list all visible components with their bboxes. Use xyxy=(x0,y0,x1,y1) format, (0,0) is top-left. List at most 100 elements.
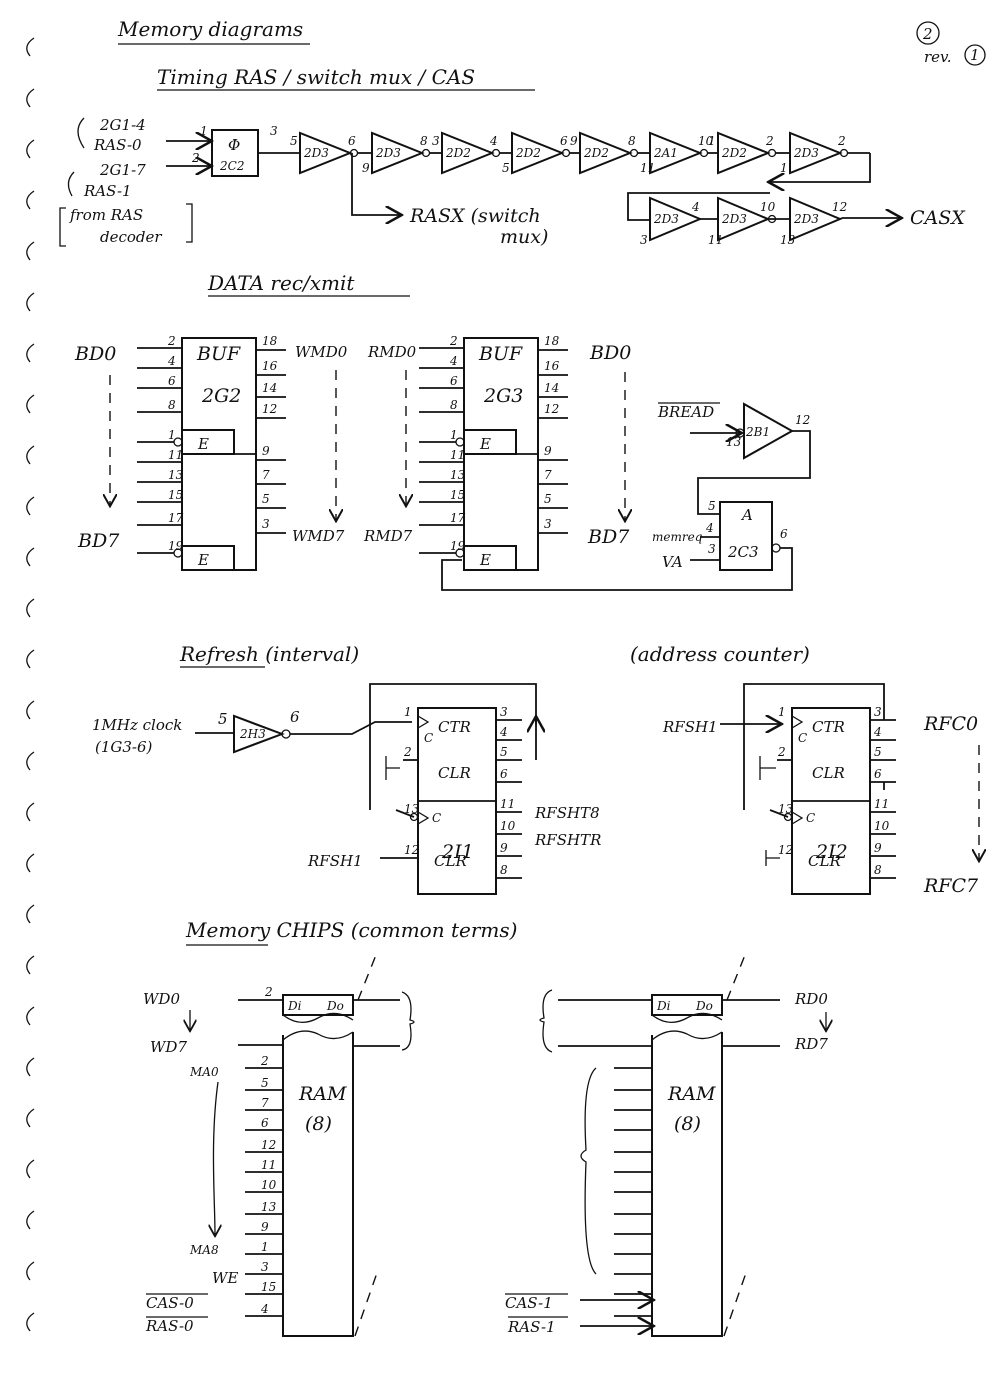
ram-pin: 2 xyxy=(260,1054,269,1068)
input-b-bottom: RAS-1 xyxy=(83,182,132,200)
invert-bubble xyxy=(173,437,183,447)
buffer-out-pin: 16 xyxy=(262,359,278,373)
ram-pin: 3 xyxy=(261,1260,269,1274)
ctr-label: CTR xyxy=(438,718,471,736)
gate-symbol: Φ xyxy=(228,136,240,154)
c-label: C xyxy=(432,811,441,825)
rd7-label: RD7 xyxy=(794,1035,828,1053)
clock-edge xyxy=(417,811,430,825)
bread-label: BREAD xyxy=(657,403,714,421)
do-label: Do xyxy=(695,999,713,1013)
and-pin-5: 5 xyxy=(708,499,716,513)
buffer-label: 2D2 xyxy=(721,146,747,160)
buffer-out-pin: 3 xyxy=(262,517,270,531)
counter-in-pin: 12 xyxy=(778,843,793,857)
counter-out-pin: 11 xyxy=(874,797,889,811)
buffer-out-pin: 7 xyxy=(544,468,552,482)
rmd7-in: RMD7 xyxy=(363,527,413,545)
counter-out-pin: 10 xyxy=(500,819,516,833)
invert-bubble xyxy=(491,148,501,158)
gate-id: 2C2 xyxy=(219,159,244,173)
rmd0-in: RMD0 xyxy=(367,343,417,361)
ma0-label: MA0 xyxy=(189,1065,219,1079)
revision-label: rev. xyxy=(924,48,952,66)
binding-mark xyxy=(26,190,35,210)
clr-label: CLR xyxy=(434,852,467,870)
buffer-2D3 xyxy=(371,131,425,175)
inv-out-pin: 6 xyxy=(290,708,300,726)
memory-section: Memory CHIPS (common terms) WD0 WD7 MA0 … xyxy=(143,918,828,1337)
counter-out-pin: 6 xyxy=(500,767,508,781)
ram-pin: 10 xyxy=(261,1178,277,1192)
counter-out-pin: 4 xyxy=(499,725,508,739)
counter-out-pin: 5 xyxy=(500,745,508,759)
ground-mark xyxy=(765,850,780,866)
bd7-out: BD7 xyxy=(587,526,630,548)
wmd7-out: WMD7 xyxy=(292,527,345,545)
enable-label: E xyxy=(197,551,209,569)
c-label: C xyxy=(806,811,815,825)
buffer-in-pin: 13 xyxy=(780,233,796,247)
clock-edge xyxy=(791,715,804,729)
buffer-2D3 xyxy=(299,131,353,175)
input-a-top: 2G1-4 xyxy=(99,116,146,134)
enable-label: E xyxy=(479,551,491,569)
rfsh1-label: RFSH1 xyxy=(307,852,363,870)
buffer-in-pin: 11 xyxy=(708,233,723,247)
buffer-in-pin: 4 xyxy=(449,354,458,368)
buffer-out-pin: 5 xyxy=(544,492,552,506)
buffer-in-pin: 17 xyxy=(168,511,184,525)
wire xyxy=(839,217,843,220)
and-pin-6: 6 xyxy=(780,527,788,541)
buffer-id: 2G3 xyxy=(483,385,523,407)
brace xyxy=(580,1067,597,1275)
refresh-section: Refresh (interval) (address counter) 1MH… xyxy=(92,642,979,897)
buffer-out-pin: 12 xyxy=(832,200,847,214)
buffer-in-pin: 15 xyxy=(450,488,465,502)
data-heading: DATA rec/xmit xyxy=(207,271,355,295)
invert-bubble xyxy=(839,148,849,158)
buffer-label: 2D3 xyxy=(721,212,747,226)
clr-label: CLR xyxy=(812,764,845,782)
buffer-out-pin: 8 xyxy=(420,134,428,148)
bread-in-pin: 13 xyxy=(726,435,742,449)
timing-section: Timing RAS / switch mux / CAS 2G1-4 RAS-… xyxy=(59,65,966,248)
enable-label: E xyxy=(479,435,491,453)
counter-in-pin: 13 xyxy=(778,802,794,816)
buffer-out-pin: 2 xyxy=(765,134,774,148)
revision-number: 1 xyxy=(970,46,980,64)
binding-mark xyxy=(26,955,35,975)
header: Memory diagrams 2 rev. 1 xyxy=(117,17,986,66)
buffer-in-pin: 1 xyxy=(780,161,788,175)
binding-mark xyxy=(26,292,35,312)
counter-in-pin: 1 xyxy=(404,705,412,719)
binding-mark xyxy=(26,1006,35,1026)
break-mark xyxy=(651,1030,723,1041)
wd0-label: WD0 xyxy=(143,990,180,1008)
ras1-label: RAS-1 xyxy=(507,1318,556,1336)
bread-out-pin: 12 xyxy=(795,413,810,427)
buffer-in-pin: 8 xyxy=(168,398,176,412)
ram-pin: 7 xyxy=(261,1096,269,1110)
buffer-out-pin: 8 xyxy=(628,134,636,148)
continuation-mark xyxy=(357,949,379,1001)
ras0-label: RAS-0 xyxy=(145,1317,194,1335)
cas1-label: CAS-1 xyxy=(505,1294,553,1312)
buffer-2D2 xyxy=(441,131,495,175)
binding-mark xyxy=(26,139,35,159)
counter-in-pin: 2 xyxy=(403,745,412,759)
invert-bubble xyxy=(561,148,571,158)
continuation-mark xyxy=(723,1269,748,1337)
buffer-out-pin: 12 xyxy=(544,402,559,416)
counter-out-pin: 11 xyxy=(500,797,515,811)
buffer-in-pin: 6 xyxy=(450,374,458,388)
binding-mark xyxy=(26,88,35,108)
di-label: Di xyxy=(656,999,671,1013)
buffer-in-pin: 2 xyxy=(449,334,458,348)
we-label: WE xyxy=(212,1269,238,1287)
buffer-label: 2D2 xyxy=(445,146,471,160)
buffer-label: 2D3 xyxy=(303,146,329,160)
